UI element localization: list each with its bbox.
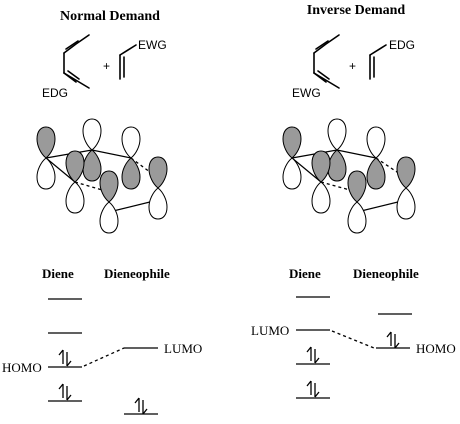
lumo-label: LUMO bbox=[164, 341, 202, 356]
dienophile-column-label: Dieneophile bbox=[104, 266, 170, 281]
dienophile-substituent: EDG bbox=[389, 38, 415, 52]
p-orbital bbox=[282, 126, 302, 190]
panel-normal-demand: Normal Demand EDG + EWG bbox=[2, 9, 202, 415]
p-orbital bbox=[36, 126, 56, 190]
p-orbital bbox=[366, 126, 386, 190]
electron-pair bbox=[58, 349, 72, 367]
dienophile-structure bbox=[369, 44, 387, 80]
plus-sign: + bbox=[103, 59, 110, 73]
energy-levels bbox=[48, 298, 158, 415]
p-orbital bbox=[82, 118, 102, 182]
plus-sign: + bbox=[349, 59, 356, 73]
p-orbital bbox=[65, 150, 85, 214]
p-orbital bbox=[396, 156, 416, 220]
p-orbital bbox=[99, 170, 119, 234]
interaction-line bbox=[83, 347, 125, 367]
p-orbital bbox=[347, 170, 367, 234]
panel-title: Inverse Demand bbox=[307, 3, 406, 18]
dienophile-substituent: EWG bbox=[138, 38, 167, 52]
dienophile-structure bbox=[119, 44, 137, 80]
electron-pair bbox=[134, 397, 148, 415]
electron-pair bbox=[306, 380, 320, 398]
orbital-overlap-diagram bbox=[36, 118, 168, 234]
panel-title: Normal Demand bbox=[60, 9, 160, 24]
diene-structure bbox=[313, 34, 340, 89]
interaction-line bbox=[331, 330, 375, 349]
p-orbital bbox=[121, 126, 141, 190]
p-orbital bbox=[327, 118, 347, 182]
diene-substituent: EDG bbox=[42, 86, 68, 100]
diene-column-label: Diene bbox=[289, 266, 321, 281]
energy-levels bbox=[296, 296, 412, 399]
panel-inverse-demand: Inverse Demand EWG + EDG bbox=[251, 3, 456, 399]
diene-substituent: EWG bbox=[292, 86, 321, 100]
diene-structure bbox=[63, 34, 90, 89]
electron-pair bbox=[58, 383, 72, 401]
p-orbital bbox=[311, 150, 331, 214]
diene-column-label: Diene bbox=[42, 266, 74, 281]
p-orbital bbox=[148, 156, 168, 220]
electron-pair bbox=[306, 346, 320, 364]
homo-label: HOMO bbox=[2, 360, 42, 375]
lumo-label: LUMO bbox=[251, 323, 289, 338]
homo-label: HOMO bbox=[416, 341, 456, 356]
dienophile-column-label: Dieneophile bbox=[353, 266, 419, 281]
electron-pair bbox=[386, 331, 400, 349]
orbital-overlap-diagram bbox=[282, 118, 416, 234]
